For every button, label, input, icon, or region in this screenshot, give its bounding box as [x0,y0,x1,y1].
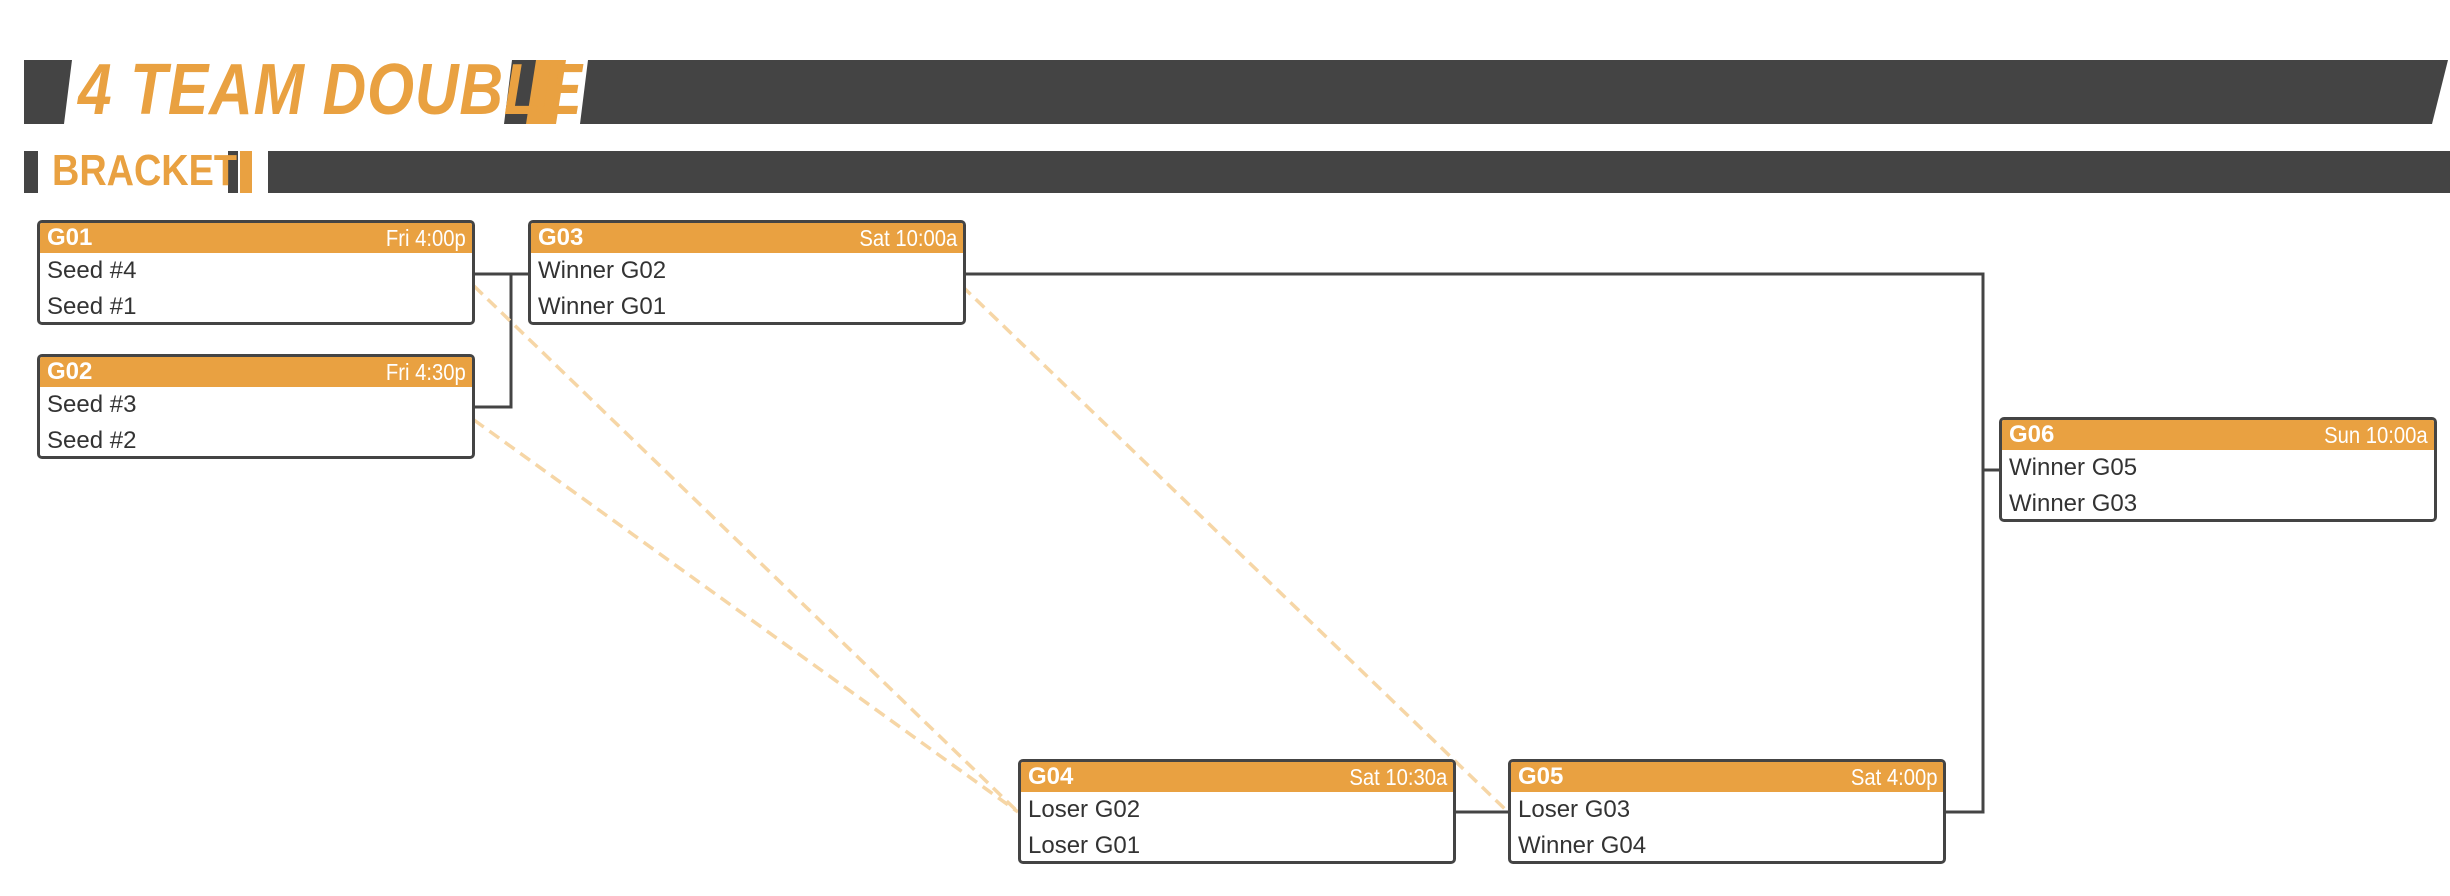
game-header: G01 Fri 4:00p [40,223,472,253]
team-slot-top: Winner G05 [2009,454,2138,481]
team-slot-bottom: Seed #1 [47,293,137,320]
team-slot-top: Seed #4 [47,257,137,284]
game-header: G05 Sat 4:00p [1511,762,1943,792]
game-card-g04[interactable]: G04 Sat 10:30a Loser G02 Loser G01 [1018,759,1456,864]
loser-line-g02-g04 [472,418,1020,814]
game-card-g03[interactable]: G03 Sat 10:00a Winner G02 Winner G01 [528,220,966,325]
team-slot-top: Winner G02 [538,257,667,284]
game-id: G04 [1028,763,1074,790]
advance-lines [472,272,1999,814]
game-header: G04 Sat 10:30a [1021,762,1453,792]
game-card-g01[interactable]: G01 Fri 4:00p Seed #4 Seed #1 [37,220,475,325]
game-time: Sat 10:30a [1349,763,1447,790]
game-time: Fri 4:00p [386,224,466,251]
game-id: G06 [2009,421,2055,448]
team-slot-top: Loser G03 [1518,796,1631,823]
game-card-g02[interactable]: G02 Fri 4:30p Seed #3 Seed #2 [37,354,475,459]
loser-lines [472,284,1510,814]
connector-g03-g05-to-g06 [962,272,1985,814]
loser-line-g01-g04 [472,284,1020,814]
banner-shapes [24,60,2450,193]
game-header: G02 Fri 4:30p [40,357,472,387]
game-header: G03 Sat 10:00a [531,223,963,253]
game-id: G03 [538,224,584,251]
page-title: 4 TEAM DOUBLE [78,50,583,130]
team-slot-top: Seed #3 [47,391,137,418]
title-banner: 4 TEAM DOUBLE BRACKET [0,0,2450,200]
team-slot-bottom: Loser G01 [1028,832,1141,859]
game-card-g05[interactable]: G05 Sat 4:00p Loser G03 Winner G04 [1508,759,1946,864]
game-time: Fri 4:30p [386,358,466,385]
page-subtitle: BRACKET [52,146,237,195]
game-card-g06[interactable]: G06 Sun 10:00a Winner G05 Winner G03 [1999,417,2437,522]
team-slot-bottom: Winner G04 [1518,832,1647,859]
loser-line-g03-g05 [960,284,1510,814]
connector-g01-g02-to-g03 [472,272,513,409]
game-time: Sun 10:00a [2324,421,2428,448]
team-slot-bottom: Seed #2 [47,427,137,454]
team-slot-top: Loser G02 [1028,796,1141,823]
game-time: Sat 4:00p [1850,763,1937,790]
game-time: Sat 10:00a [859,224,957,251]
game-header: G06 Sun 10:00a [2002,420,2434,450]
team-slot-bottom: Winner G01 [538,293,667,320]
game-id: G05 [1518,763,1564,790]
team-slot-bottom: Winner G03 [2009,490,2138,517]
game-id: G02 [47,358,93,385]
game-id: G01 [47,224,93,251]
